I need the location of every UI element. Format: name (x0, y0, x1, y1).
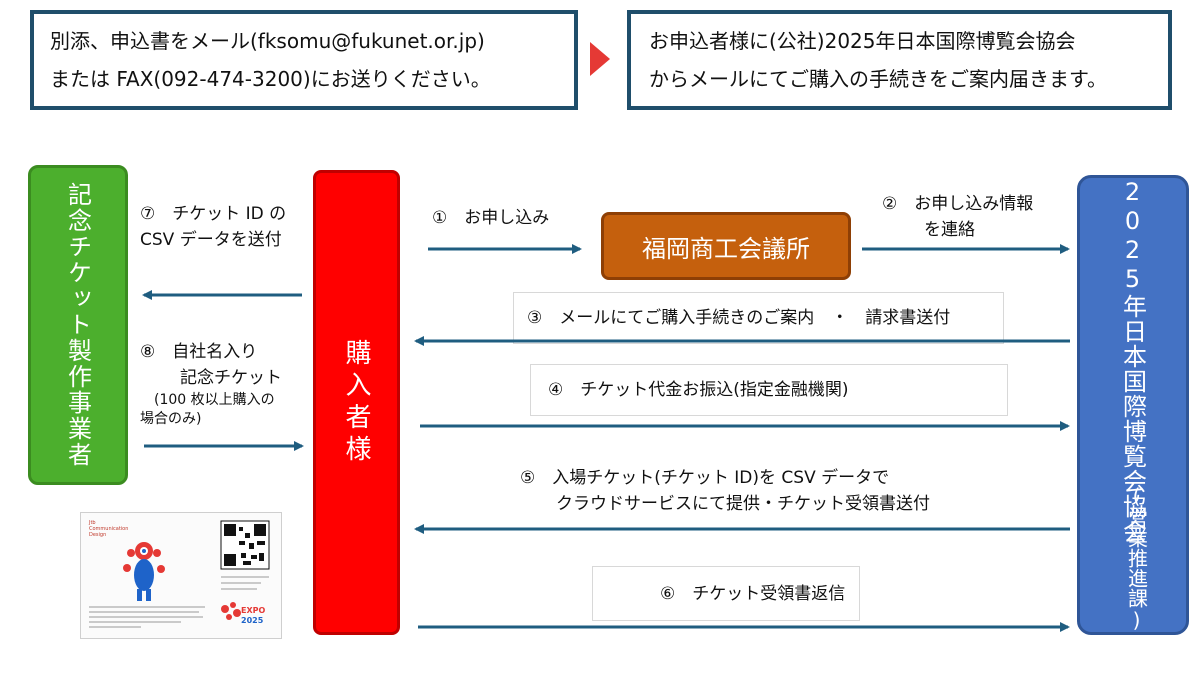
ticket-brand-line3: Design (89, 532, 106, 538)
buyer-box: 購入者様 (313, 170, 400, 635)
note-left-line1: 別添、申込書をメール(fksomu@fukunet.or.jp) (50, 29, 485, 53)
qr-code-icon (220, 520, 270, 570)
commemorative-ticket-image: Jtb Communication Design (80, 512, 282, 639)
step7-label-line2: CSV データを送付 (140, 230, 282, 250)
expo-logo-year: 2025 (241, 616, 264, 625)
ticket-maker-label: 記念チケット製作事業者 (63, 182, 92, 468)
step8-label-line3: (100 枚以上購入の (154, 392, 275, 408)
expo-association-label: 2025年日本国際博覧会協会 (1118, 178, 1147, 544)
step8-label-line2: 記念チケット (180, 368, 282, 388)
expo-logo-icon: EXPO 2025 (221, 602, 265, 625)
note-submission-instructions: 別添、申込書をメール(fksomu@fukunet.or.jp) または FAX… (30, 10, 578, 110)
mascot-icon (123, 542, 165, 601)
note-right-line2: からメールにてご購入の手続きをご案内届きます。 (649, 67, 1107, 91)
expo-department-label: (営業推進課) (1124, 484, 1149, 632)
step8-label-line1: ⑧ 自社名入り (140, 342, 258, 362)
step4-frame (530, 364, 1008, 416)
step4-label: ④ チケット代金お振込(指定金融機関) (548, 380, 849, 400)
expo-logo-text: EXPO (241, 606, 265, 615)
step8-label-line4: 場合のみ) (140, 411, 202, 427)
ticket-brand-line2: Communication (89, 526, 128, 532)
step7-label-line1: ⑦ チケット ID の (140, 204, 287, 224)
ticket-maker-box: 記念チケット製作事業者 (28, 165, 128, 485)
note-right-line1: お申込者様に(公社)2025年日本国際博覧会協会 (649, 29, 1076, 53)
chamber-label: 福岡商工会議所 (642, 234, 810, 263)
ticket-brand-line1: Jtb (88, 520, 96, 526)
step2-label-line2: を連絡 (924, 220, 975, 240)
step3-label: ③ メールにてご購入手続きのご案内 ・ 請求書送付 (527, 308, 951, 328)
step2-label-line1: ② お申し込み情報 (882, 194, 1034, 214)
note-arrow-right-icon (590, 42, 610, 76)
ticket-detail-lines (89, 576, 269, 628)
step1-label: ① お申し込み (432, 208, 550, 228)
ticket-illustration: Jtb Communication Design (88, 520, 270, 628)
buyer-label: 購入者様 (341, 338, 371, 467)
step3-frame (513, 292, 1004, 344)
step6-frame (592, 566, 860, 621)
step5-label-line2: クラウドサービスにて提供・チケット受領書送付 (556, 494, 930, 514)
note-left-line2: または FAX(092-474-3200)にお送りください。 (50, 67, 491, 91)
step5-label-line1: ⑤ 入場チケット(チケット ID)を CSV データで (520, 468, 890, 488)
note-expo-guidance: お申込者様に(公社)2025年日本国際博覧会協会 からメールにてご購入の手続きを… (627, 10, 1172, 110)
expo-association-box: 2025年日本国際博覧会協会 (営業推進課) (1077, 175, 1189, 635)
chamber-of-commerce-box: 福岡商工会議所 (601, 212, 851, 280)
step6-label: ⑥ チケット受領書返信 (660, 584, 846, 604)
